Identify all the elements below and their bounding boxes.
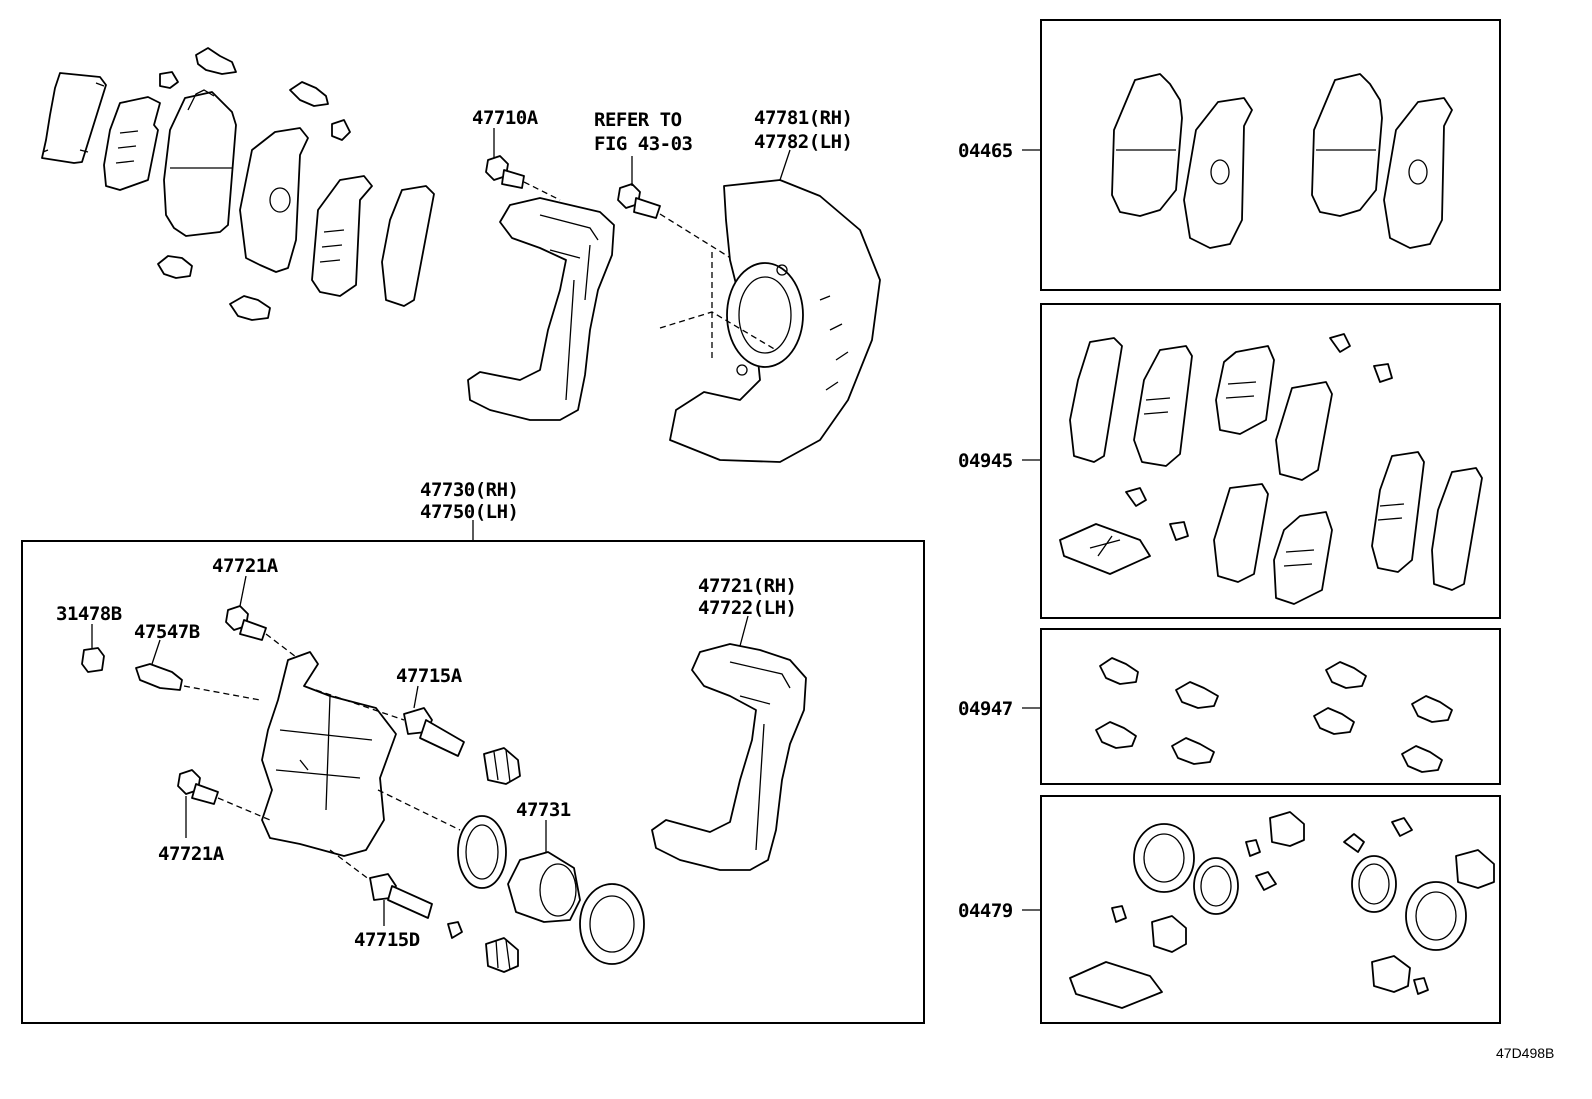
label-47782-lh: 47782(LH)	[754, 131, 852, 153]
torque-plate-top	[467, 155, 751, 421]
kit-box-04947	[1040, 628, 1501, 785]
kit-04947-clips	[1095, 657, 1453, 773]
brake-pad-set-exploded	[41, 47, 435, 321]
caliper-assy-parts	[81, 605, 807, 973]
label-47722-lh: 47722(LH)	[698, 597, 796, 619]
kit-code-04947: 04947	[958, 698, 1013, 720]
label-47750-lh: 47750(LH)	[420, 501, 518, 523]
label-refer-to: REFER TO	[594, 109, 682, 131]
label-47715a: 47715A	[396, 665, 463, 687]
label-47721-rh: 47721(RH)	[698, 575, 796, 597]
label-fig-43-03: FIG 43-03	[594, 133, 693, 155]
kit-04479-seals	[1069, 811, 1495, 1009]
leader-lines	[91, 128, 791, 926]
label-47710a: 47710A	[472, 107, 539, 129]
label-47721a-lower: 47721A	[158, 843, 225, 865]
kit-box-04945	[1040, 303, 1501, 619]
label-47731: 47731	[516, 799, 571, 821]
label-47730-rh: 47730(RH)	[420, 479, 518, 501]
kit-code-04479: 04479	[958, 900, 1013, 922]
kit-code-04945: 04945	[958, 450, 1013, 472]
label-47721a-upper: 47721A	[212, 555, 279, 577]
label-31478b: 31478B	[56, 603, 122, 625]
label-47781-rh: 47781(RH)	[754, 107, 852, 129]
figure-code: 47D498B	[1496, 1045, 1554, 1061]
label-47715d: 47715D	[354, 929, 420, 951]
kit-04465-pads	[1111, 73, 1453, 249]
label-47547b: 47547B	[134, 621, 200, 643]
kit-box-04465	[1040, 19, 1501, 291]
kit-code-04465: 04465	[958, 140, 1013, 162]
disc-brake-dust-cover	[659, 179, 881, 463]
kit-04945-shims	[1059, 333, 1483, 605]
